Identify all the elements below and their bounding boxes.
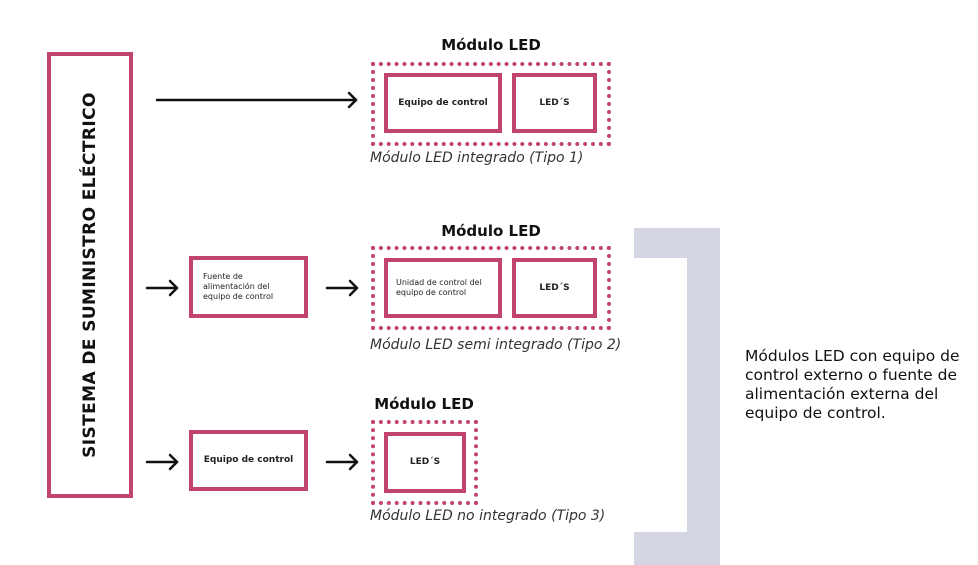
module-title-type1: Módulo LED <box>441 36 541 54</box>
control-gear-label: Equipo de control <box>203 455 294 465</box>
module-frame-type3 <box>371 420 478 505</box>
caption-type1: Módulo LED integrado (Tipo 1) <box>370 150 584 166</box>
control-unit-label: Unidad de control del equipo de control <box>396 278 482 297</box>
control-gear-label: Equipo de control <box>398 97 488 108</box>
power-source-box: Fuente de alimentación del equipo de con… <box>189 256 308 318</box>
power-source-label: Fuente de alimentación del equipo de con… <box>203 272 274 301</box>
module-frame-type1 <box>371 62 611 146</box>
control-gear-box-type1: Equipo de control <box>384 73 502 133</box>
caption-type2: Módulo LED semi integrado (Tipo 2) <box>370 337 622 353</box>
leds-label: LED´S <box>539 282 570 293</box>
module-frame-type2 <box>371 246 611 330</box>
external-control-note: Módulos LED con equipo de control extern… <box>745 347 960 422</box>
leds-label: LED´S <box>409 457 441 467</box>
bracket-bottom <box>634 532 720 565</box>
module-title-type3: Módulo LED <box>374 395 474 413</box>
arrow-right-icon <box>325 279 359 297</box>
leds-box-type2: LED´S <box>512 258 597 318</box>
power-supply-system-box: SISTEMA DE SUMINISTRO ELÉCTRICO <box>47 52 133 498</box>
control-gear-box-type3: Equipo de control <box>189 430 308 491</box>
leds-label: LED´S <box>539 97 570 108</box>
control-unit-box: Unidad de control del equipo de control <box>384 258 502 318</box>
leds-box-type1: LED´S <box>512 73 597 133</box>
bracket-side <box>687 228 720 565</box>
arrow-right-icon <box>145 453 179 471</box>
arrow-right-icon <box>155 91 358 109</box>
module-title-type2: Módulo LED <box>441 222 541 240</box>
arrow-right-icon <box>145 279 179 297</box>
arrow-right-icon <box>325 453 359 471</box>
leds-box-type3: LED´S <box>384 432 466 493</box>
caption-type3: Módulo LED no integrado (Tipo 3) <box>370 508 606 524</box>
